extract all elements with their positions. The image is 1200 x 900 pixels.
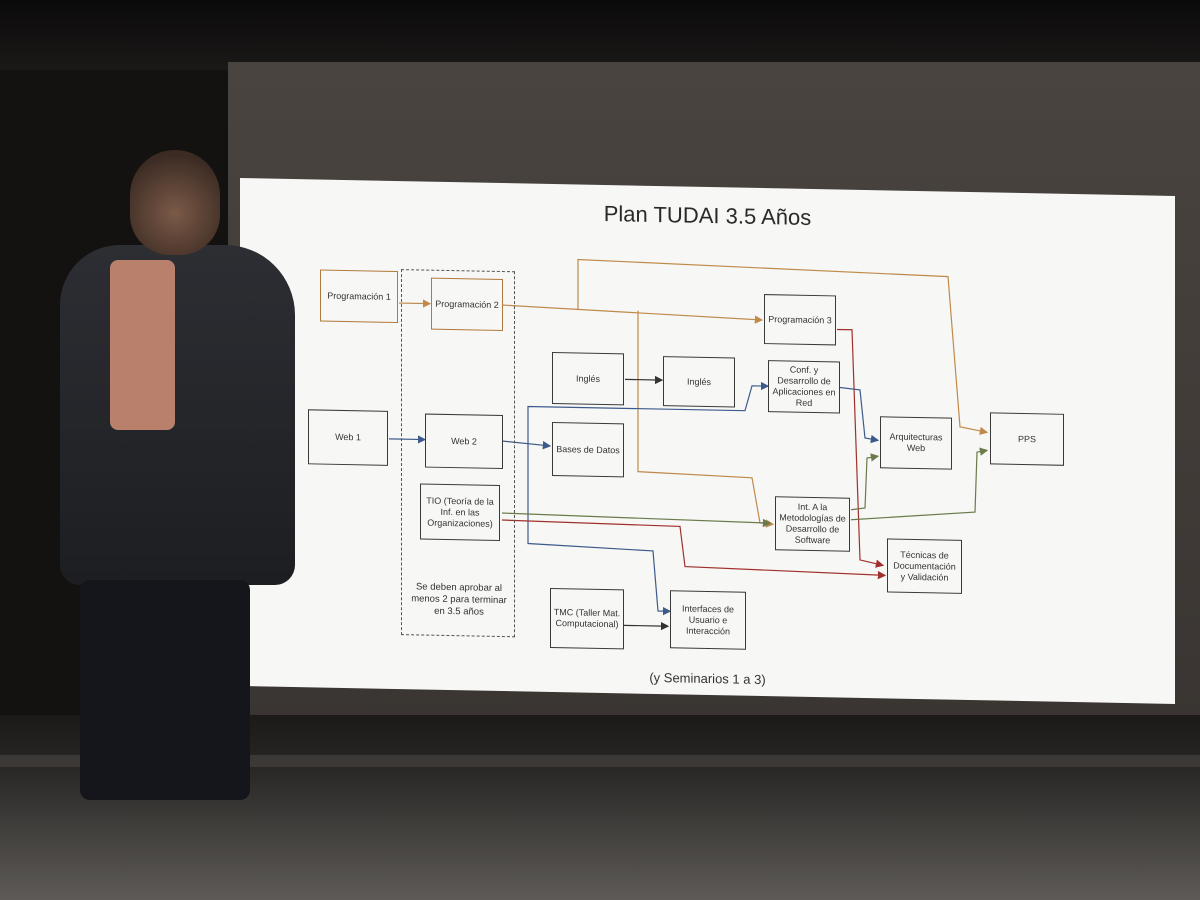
box-interfaces: Interfaces de Usuario e Interacción bbox=[670, 590, 746, 650]
edge-web2-bd bbox=[501, 440, 552, 450]
edge-prog3-arq bbox=[637, 310, 775, 528]
edge-prog1-prog2 bbox=[399, 299, 432, 308]
edge-conf-arq bbox=[839, 386, 880, 444]
presenter bbox=[40, 150, 300, 810]
box-bases-de-datos: Bases de Datos bbox=[552, 421, 624, 478]
box-web-1: Web 1 bbox=[308, 409, 388, 466]
slide: Plan TUDAI 3.5 Años bbox=[240, 178, 1175, 704]
box-conf-desarrollo: Conf. y Desarrollo de Aplicaciones en Re… bbox=[768, 360, 840, 414]
box-pps: PPS bbox=[990, 412, 1064, 466]
dashed-group-note: Se deben aprobar al menos 2 para termina… bbox=[411, 581, 507, 618]
box-tecnicas-documentacion: Técnicas de Documentación y Validación bbox=[887, 538, 962, 594]
box-tmc: TMC (Taller Mat. Computacional) bbox=[550, 587, 624, 650]
presenter-jacket bbox=[60, 245, 295, 585]
edge-web2-conf bbox=[527, 381, 770, 442]
edge-web-interfaces bbox=[527, 441, 672, 616]
box-programacion-1: Programación 1 bbox=[320, 269, 398, 324]
edge-ingles-ingles bbox=[625, 375, 664, 385]
edge-metod-pps bbox=[850, 447, 989, 521]
box-web-2: Web 2 bbox=[425, 413, 503, 470]
box-programacion-2: Programación 2 bbox=[431, 277, 503, 332]
presenter-shirt bbox=[110, 260, 175, 430]
edge-prog3-tecdoc bbox=[837, 328, 885, 568]
presenter-pants bbox=[80, 580, 250, 800]
box-tio: TIO (Teoría de la Inf. en las Organizaci… bbox=[420, 483, 500, 541]
stage-edge bbox=[0, 755, 1200, 767]
box-arquitecturas-web: Arquitecturas Web bbox=[880, 416, 952, 470]
edge-prog2-prog3 bbox=[501, 304, 764, 324]
edge-metod-arq bbox=[850, 453, 880, 511]
diagram-connectors bbox=[389, 258, 989, 631]
box-ingles-1: Inglés bbox=[552, 351, 624, 406]
box-ingles-2: Inglés bbox=[663, 356, 735, 408]
edge-tio-metod bbox=[501, 512, 772, 528]
edge-prog2-pps bbox=[577, 258, 989, 436]
ceiling bbox=[0, 0, 1200, 70]
edge-tio-tecdoc bbox=[501, 519, 887, 580]
edge-web1-web2 bbox=[389, 435, 427, 444]
box-metodologias: Int. A la Metodologías de Desarrollo de … bbox=[775, 496, 850, 552]
presenter-head bbox=[130, 150, 220, 255]
box-programacion-3: Programación 3 bbox=[764, 294, 836, 346]
edge-tmc-interfaces bbox=[624, 621, 670, 631]
